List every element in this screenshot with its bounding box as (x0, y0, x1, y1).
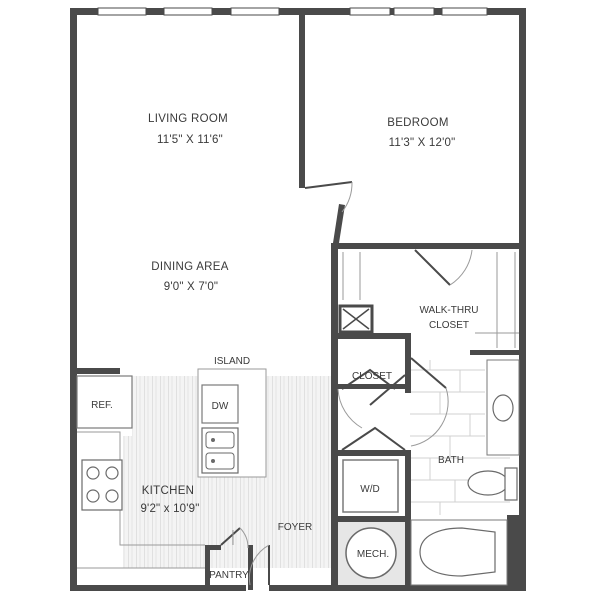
doors (220, 181, 473, 586)
walls (70, 8, 526, 591)
bath-label: BATH (438, 455, 464, 466)
closet-label: CLOSET (352, 371, 392, 382)
range-icon (81, 459, 123, 511)
walk-thru-closet-label-line1: WALK-THRU (419, 305, 478, 316)
walk-thru-closet-label-line2: CLOSET (429, 320, 469, 331)
washer-dryer: W/D (342, 459, 399, 513)
bath-tile-floor (410, 360, 510, 515)
sink-icon (201, 427, 239, 474)
mechanical-room: MECH. (338, 522, 405, 585)
mechanical-label: MECH. (357, 549, 389, 560)
kitchen-counters (77, 431, 234, 569)
dining-area-dims: 9'0" X 7'0" (164, 281, 218, 293)
dining-area-name: DINING AREA (151, 261, 228, 273)
bath-sink-icon (486, 359, 520, 456)
washer-dryer-label: W/D (360, 484, 379, 495)
island-label: ISLAND (214, 356, 250, 367)
refrigerator: REF. (76, 375, 133, 429)
windows (97, 7, 488, 16)
toilet-icon (467, 467, 518, 501)
bedroom-dims: 11'3" X 12'0" (389, 137, 456, 149)
bathtub-icon (410, 519, 508, 586)
kitchen-island: DW (197, 368, 267, 478)
dishwasher-label: DW (212, 401, 229, 412)
living-room-dims: 11'5" X 11'6" (157, 134, 223, 146)
kitchen-dims: 9'2" x 10'9" (140, 503, 199, 515)
mechanical-chase-icon (338, 304, 374, 334)
bedroom-name: BEDROOM (387, 117, 449, 129)
closet-shelving (342, 252, 519, 348)
pantry-label: PANTRY (209, 570, 249, 581)
living-room-name: LIVING ROOM (148, 113, 228, 125)
foyer-label: FOYER (278, 522, 312, 533)
refrigerator-label: REF. (91, 400, 113, 411)
kitchen-name: KITCHEN (142, 485, 195, 497)
